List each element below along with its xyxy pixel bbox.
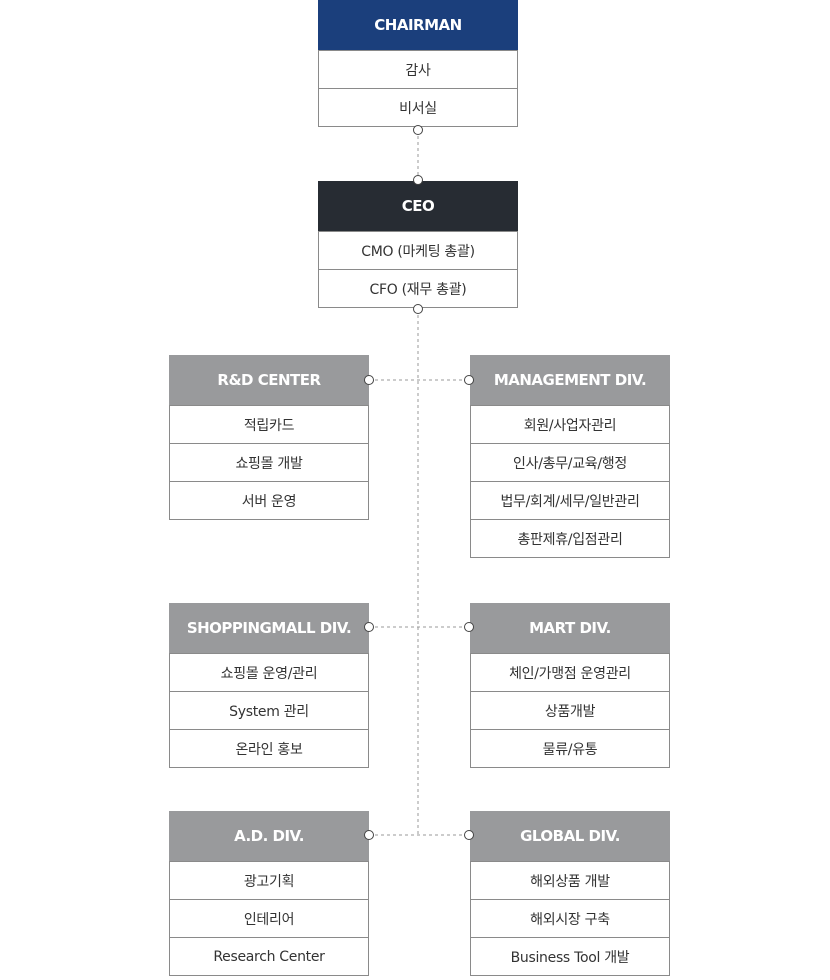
management-div-title: MANAGEMENT DIV. xyxy=(470,355,670,405)
ad-item: 인테리어 xyxy=(169,900,369,938)
rnd-center-box: R&D CENTER 적립카드 쇼핑몰 개발 서버 운영 xyxy=(169,355,369,520)
shoppingmall-div-title: SHOPPINGMALL DIV. xyxy=(169,603,369,653)
global-div-title: GLOBAL DIV. xyxy=(470,811,670,861)
chairman-item-audit: 감사 xyxy=(318,50,518,89)
ad-item: Research Center xyxy=(169,938,369,976)
chairman-box: CHAIRMAN 감사 비서실 xyxy=(318,0,518,127)
ad-item: 광고기획 xyxy=(169,861,369,900)
shoppingmall-item: 쇼핑몰 운영/관리 xyxy=(169,653,369,692)
ceo-box: CEO CMO (마케팅 총괄) CFO (재무 총괄) xyxy=(318,181,518,308)
mart-div-box: MART DIV. 체인/가맹점 운영관리 상품개발 물류/유통 xyxy=(470,603,670,768)
mart-item: 물류/유통 xyxy=(470,730,670,768)
shoppingmall-item: System 관리 xyxy=(169,692,369,730)
management-item: 총판제휴/입점관리 xyxy=(470,520,670,558)
ceo-bottom-node xyxy=(413,304,423,314)
management-item: 인사/총무/교육/행정 xyxy=(470,444,670,482)
rnd-item: 서버 운영 xyxy=(169,482,369,520)
ad-node xyxy=(364,830,374,840)
ceo-item-cmo: CMO (마케팅 총괄) xyxy=(318,231,518,270)
ceo-title: CEO xyxy=(318,181,518,231)
global-item: Business Tool 개발 xyxy=(470,938,670,976)
ceo-item-cfo: CFO (재무 총괄) xyxy=(318,270,518,308)
mart-item: 상품개발 xyxy=(470,692,670,730)
mart-div-title: MART DIV. xyxy=(470,603,670,653)
shoppingmall-item: 온라인 홍보 xyxy=(169,730,369,768)
chairman-title: CHAIRMAN xyxy=(318,0,518,50)
global-node xyxy=(464,830,474,840)
rnd-node xyxy=(364,375,374,385)
rnd-item: 쇼핑몰 개발 xyxy=(169,444,369,482)
global-item: 해외시장 구축 xyxy=(470,900,670,938)
management-node xyxy=(464,375,474,385)
rnd-item: 적립카드 xyxy=(169,405,369,444)
ceo-top-node xyxy=(413,175,423,185)
chairman-item-secretariat: 비서실 xyxy=(318,89,518,127)
shoppingmall-div-box: SHOPPINGMALL DIV. 쇼핑몰 운영/관리 System 관리 온라… xyxy=(169,603,369,768)
ad-div-box: A.D. DIV. 광고기획 인테리어 Research Center xyxy=(169,811,369,976)
mart-item: 체인/가맹점 운영관리 xyxy=(470,653,670,692)
shoppingmall-node xyxy=(364,622,374,632)
rnd-center-title: R&D CENTER xyxy=(169,355,369,405)
global-div-box: GLOBAL DIV. 해외상품 개발 해외시장 구축 Business Too… xyxy=(470,811,670,976)
global-item: 해외상품 개발 xyxy=(470,861,670,900)
management-item: 회원/사업자관리 xyxy=(470,405,670,444)
ad-div-title: A.D. DIV. xyxy=(169,811,369,861)
mart-node xyxy=(464,622,474,632)
management-div-box: MANAGEMENT DIV. 회원/사업자관리 인사/총무/교육/행정 법무/… xyxy=(470,355,670,558)
management-item: 법무/회계/세무/일반관리 xyxy=(470,482,670,520)
chairman-bottom-node xyxy=(413,125,423,135)
